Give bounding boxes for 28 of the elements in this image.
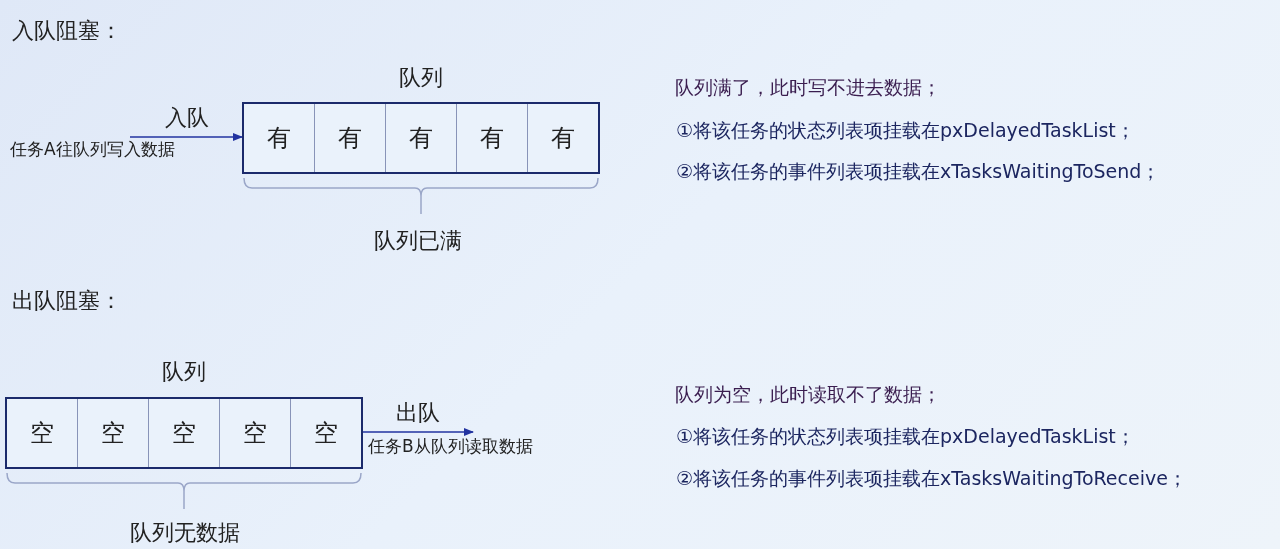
note-text: ②将该任务的事件列表项挂载在xTasksWaitingToSend；	[676, 160, 1161, 183]
queue-cell: 空	[148, 399, 219, 467]
edge-label: 入队	[165, 105, 209, 132]
note-text: 队列满了，此时写不进去数据；	[675, 76, 941, 99]
queue-cell: 空	[77, 399, 148, 467]
queue-cell: 有	[385, 104, 456, 172]
queue-cell: 有	[527, 104, 598, 172]
note-text: 队列为空，此时读取不了数据；	[675, 383, 941, 406]
section-heading: 入队阻塞：	[12, 18, 122, 45]
arrow	[362, 428, 474, 436]
queue-cell: 空	[219, 399, 290, 467]
queue-cell: 空	[290, 399, 361, 467]
arrow-caption: 任务A往队列写入数据	[10, 139, 175, 160]
bracket-label: 队列无数据	[130, 520, 240, 547]
note-text: ②将该任务的事件列表项挂载在xTasksWaitingToReceive；	[676, 467, 1187, 490]
queue-cell: 有	[456, 104, 527, 172]
bracket-label: 队列已满	[374, 228, 462, 255]
queue-cell: 有	[314, 104, 385, 172]
queue-cell: 有	[244, 104, 314, 172]
queue-title: 队列	[161, 358, 207, 386]
arrow	[129, 133, 243, 141]
queue-title: 队列	[398, 64, 444, 92]
edge-label: 出队	[396, 400, 440, 427]
arrow-caption: 任务B从队列读取数据	[368, 436, 533, 457]
section-heading: 出队阻塞：	[12, 288, 122, 315]
note-text: ①将该任务的状态列表项挂载在pxDelayedTaskList；	[676, 425, 1135, 448]
queue-cell: 空	[7, 399, 77, 467]
note-text: ①将该任务的状态列表项挂载在pxDelayedTaskList；	[676, 119, 1135, 142]
